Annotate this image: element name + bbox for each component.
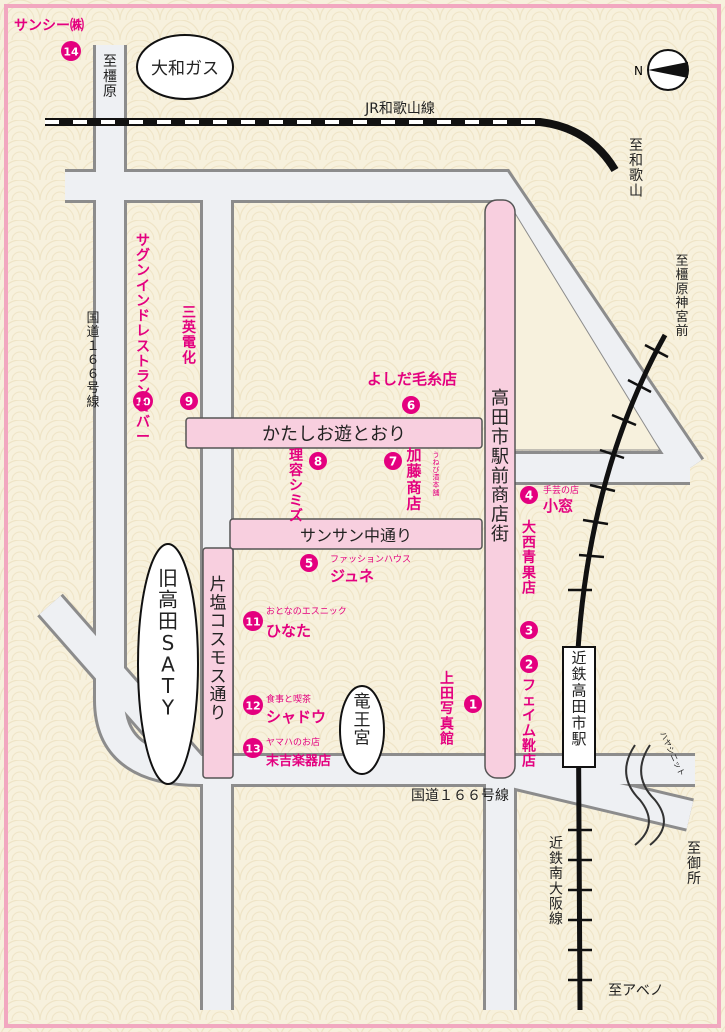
direction-abeno-label: 至アベノ <box>608 983 664 999</box>
shop-name: 加藤商店 <box>405 446 422 513</box>
shop-1: 1 上田写真館 <box>439 671 482 747</box>
shop-badge <box>520 655 538 673</box>
shop-badge <box>243 611 263 631</box>
shop-6: 6 よしだ毛糸店 <box>367 370 457 414</box>
street-ekimae-bar <box>484 199 516 779</box>
shop-badge <box>384 452 402 470</box>
shop-name: 理容シミズ <box>288 448 303 524</box>
shop-badge <box>61 41 81 61</box>
shop-badge <box>243 738 263 758</box>
shop-subtitle: ヤマハのお店 <box>266 736 320 748</box>
shop-number: 2 <box>525 658 533 672</box>
shopping-streets <box>185 199 516 779</box>
compass-icon: N <box>634 49 689 91</box>
shop-2: 2 フェイム靴店 <box>520 655 538 770</box>
shop-number: 13 <box>245 743 260 756</box>
street-ekimae-label: 高田市駅前商店街 <box>491 388 509 545</box>
ryuougu-bubble <box>339 685 385 775</box>
shop-9: 9 三英電化 <box>180 305 198 410</box>
roads-fill <box>39 45 702 1010</box>
shop-badge <box>300 554 318 572</box>
shop-number: 10 <box>135 396 151 409</box>
shop-number: 7 <box>389 455 397 469</box>
station-label: 近鉄高田市駅 <box>571 649 586 748</box>
shop-subtitle: ファッションハウス <box>330 554 411 565</box>
direction-kashihara-label: 至橿原 <box>103 54 117 100</box>
shop-name: 小窓 <box>543 497 573 515</box>
national-166-horizontal-label: 国道１６６号線 <box>411 788 509 804</box>
shop-subtitle: 食事と喫茶 <box>266 693 311 705</box>
shop-name: ひなた <box>266 622 311 640</box>
street-katashi-bar <box>185 417 483 449</box>
street-kataoshio-bar <box>202 547 234 779</box>
shop-number: 11 <box>245 616 260 629</box>
shop-badge <box>402 396 420 414</box>
shop-number: 6 <box>407 399 415 413</box>
shop-14: 14 サンシー㈱ <box>14 17 84 61</box>
shop-badge <box>243 695 263 715</box>
jr-wakayama-label: JR和歌山線 <box>364 101 435 117</box>
yamato-gas-label: 大和ガス <box>151 59 219 79</box>
shop-number: 9 <box>185 395 193 409</box>
shop-name: フェイム靴店 <box>522 678 536 770</box>
shop-name: 大西青果店 <box>521 519 537 596</box>
kintetsu-railway <box>568 333 669 1011</box>
shop-number: 1 <box>469 698 477 712</box>
shop-number: 8 <box>314 455 322 469</box>
map-border <box>4 4 721 1028</box>
direction-gose-label: 至御所 <box>687 841 701 887</box>
street-kataoshio-label: 片塩コスモス通り <box>210 575 227 724</box>
jr-wakayama-railway <box>45 118 619 173</box>
shop-3: 3 大西青果店 <box>520 519 538 639</box>
shop-name: 上田写真館 <box>439 671 454 747</box>
kintetsu-osaka-label: 近鉄南大阪線 <box>549 836 563 928</box>
national-166-vertical-label: 国道１６６号線 <box>86 311 99 410</box>
river-symbol <box>625 744 665 846</box>
shop-badge <box>520 486 538 504</box>
direction-kashihara-jingu-label: 至橿原神宮前 <box>675 254 688 339</box>
shop-number: 12 <box>245 700 260 713</box>
shop-badge <box>133 391 153 411</box>
shop-name: シャドウ <box>266 708 326 726</box>
shop-badge <box>520 621 538 639</box>
shop-number: 4 <box>525 489 533 503</box>
yamato-gas-bubble <box>136 34 234 100</box>
saty-bubble <box>137 543 199 785</box>
station-box <box>562 646 596 768</box>
street-sansan-label: サンサン中通り <box>300 526 412 545</box>
shop-number: 3 <box>525 624 533 638</box>
shop-name: ジュネ <box>330 567 374 585</box>
shop-7: 7 うねび漬本舗 加藤商店 <box>384 446 440 513</box>
shop-name: 末吉楽器店 <box>265 753 331 769</box>
shop-8: 8 理容シミズ <box>288 448 327 524</box>
shop-number: 14 <box>63 46 79 59</box>
direction-wakayama-label: 至和歌山 <box>629 138 643 199</box>
compass-label: N <box>634 64 643 78</box>
shop-subtitle: うねび漬本舗 <box>433 451 440 497</box>
shop-badge <box>464 695 482 713</box>
shop-number: 5 <box>305 557 313 571</box>
shop-name: よしだ毛糸店 <box>367 370 457 388</box>
shop-name: サグンインドレストラン&バー <box>136 233 150 446</box>
shop-name: サンシー㈱ <box>14 17 84 34</box>
shop-badge <box>180 392 198 410</box>
shop-subtitle: おとなのエスニック <box>266 606 347 617</box>
ryuougu-label: 竜王宮 <box>354 692 371 749</box>
shop-badge <box>309 452 327 470</box>
shop-name: 三英電化 <box>181 305 197 366</box>
street-katashi-label: かたしお遊とおり <box>262 424 406 445</box>
street-sansan-bar <box>229 518 483 550</box>
shop-subtitle: 手芸の店 <box>543 484 579 496</box>
